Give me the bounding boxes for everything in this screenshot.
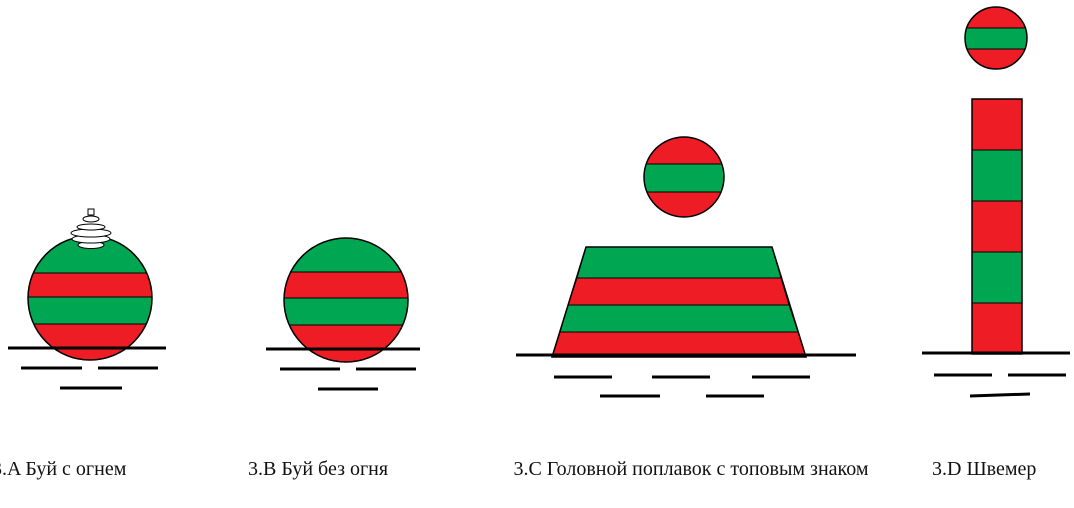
figure-a-water-line [8,346,166,390]
figure-b-buoy-without-light [266,237,420,391]
caption-figure-b: 3.B Буй без огня [248,458,389,480]
figure-d-spar-buoy [922,6,1070,398]
topmark-ball-icon [644,137,724,217]
figure-a-sphere-bands [28,236,152,360]
figure-d-water-line [922,351,1070,398]
caption-figure-d: 3.D Швемер [932,458,1037,480]
figure-c-float-outline [550,246,808,358]
figure-b-sphere-outline [283,237,409,363]
caption-figure-c: 3.C Головной поплавок с топовым знаком [513,458,869,480]
topmark-ball-icon [965,7,1027,69]
caption-figure-a: 3.A Буй с огнем [0,458,127,480]
figure-b-water-line [266,347,420,391]
light-lantern-icon [70,208,112,249]
figure-c-head-float [516,136,856,398]
figure-d-spar-bands [971,98,1023,355]
figure-b-sphere-bands [284,238,408,362]
figure-c-trapezoid-bands [551,246,807,358]
figure-c-water-line [516,353,856,398]
figure-a-buoy-with-light [8,208,166,390]
